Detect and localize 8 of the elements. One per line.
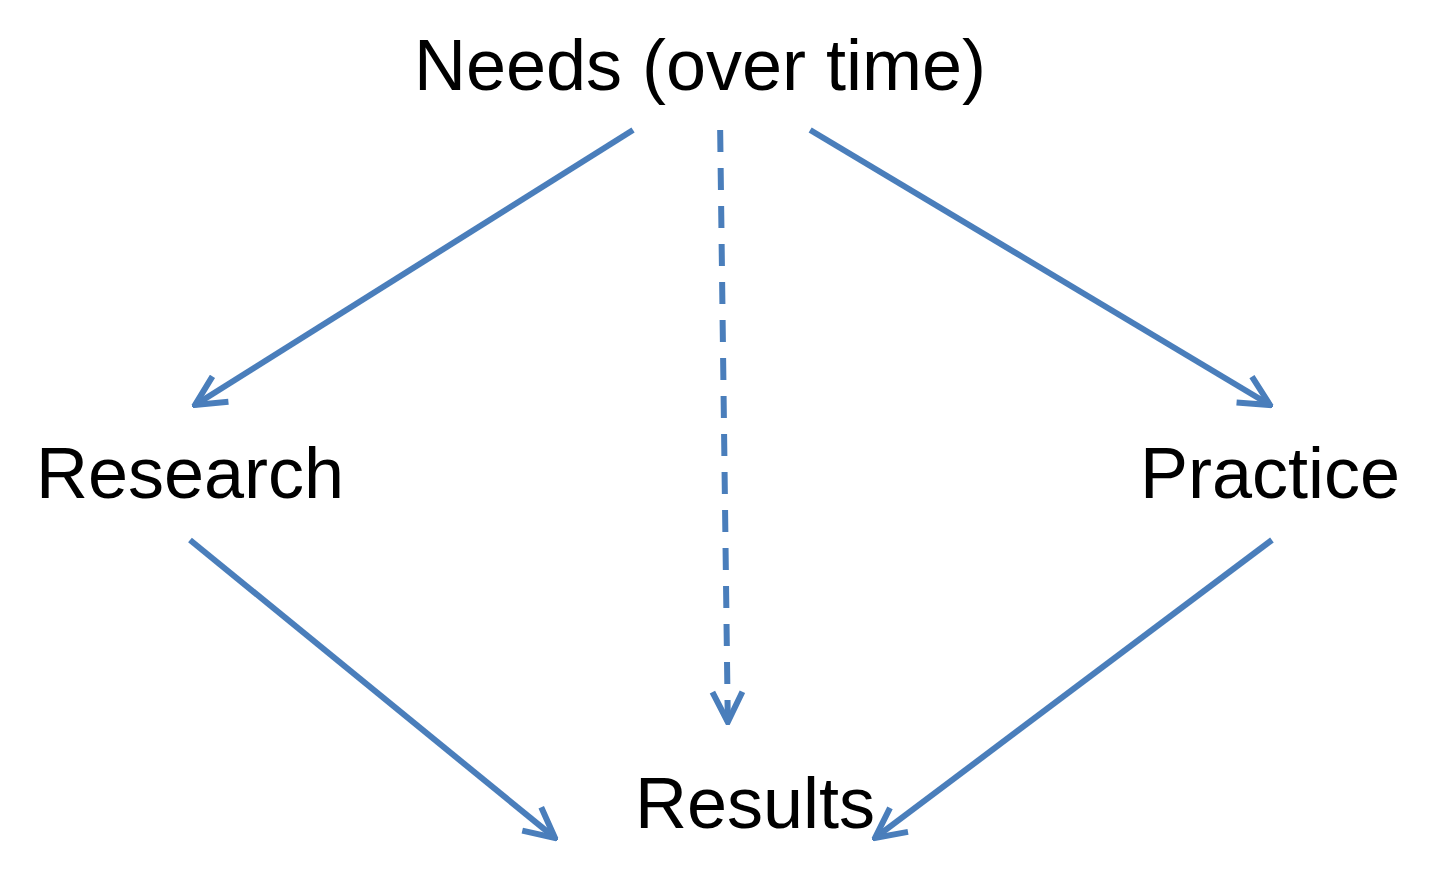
node-label: Results (634, 766, 875, 839)
arrow (188, 537, 558, 841)
arrow (872, 537, 1274, 841)
arrow (192, 127, 635, 408)
node-label: Research (35, 436, 345, 509)
arrow (808, 127, 1273, 408)
dashed-arrow (709, 129, 746, 725)
node-label: Practice (1139, 436, 1401, 509)
